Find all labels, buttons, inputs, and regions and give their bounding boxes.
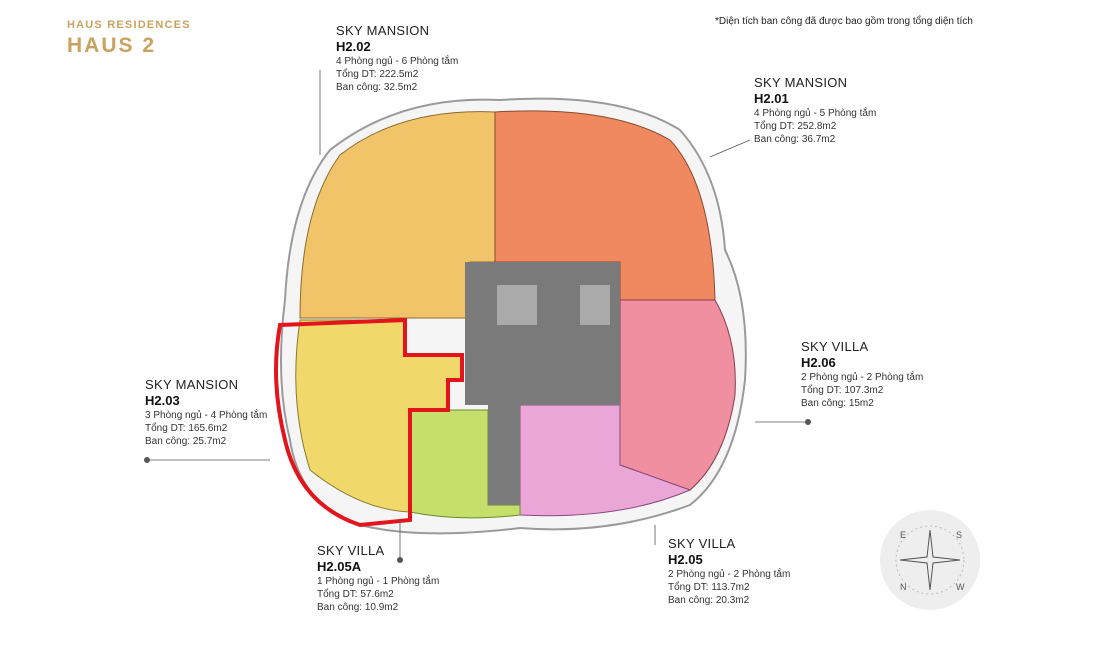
label-h203[interactable]: SKY MANSION H2.03 3 Phòng ngủ - 4 Phòng … xyxy=(145,377,267,448)
unit-code: H2.03 xyxy=(145,393,180,408)
leader-dot-h205a xyxy=(397,557,403,563)
unit-type: SKY MANSION xyxy=(754,75,848,90)
unit-type: SKY VILLA xyxy=(801,339,869,354)
unit-rooms: 1 Phòng ngủ - 1 Phòng tắm xyxy=(317,576,440,587)
unit-total-area: Tổng DT: 222.5m2 xyxy=(336,69,419,80)
unit-rooms: 3 Phòng ngủ - 4 Phòng tắm xyxy=(145,410,268,421)
h203-highlight-outline xyxy=(274,317,464,528)
page-title: HAUS 2 xyxy=(67,34,157,57)
unit-code: H2.02 xyxy=(336,39,371,54)
leader-h201 xyxy=(709,139,751,158)
label-h205[interactable]: SKY VILLA H2.05 2 Phòng ngủ - 2 Phòng tắ… xyxy=(668,536,790,607)
unit-balcony-area: Ban công: 15m2 xyxy=(801,398,874,409)
compass-rose: E S N W xyxy=(880,510,980,610)
unit-total-area: Tổng DT: 252.8m2 xyxy=(754,121,837,132)
unit-balcony-area: Ban công: 25.7m2 xyxy=(145,436,227,447)
unit-total-area: Tổng DT: 57.6m2 xyxy=(317,589,394,600)
compass-n-label: N xyxy=(900,582,907,592)
label-h205a[interactable]: SKY VILLA H2.05A 1 Phòng ngủ - 1 Phòng t… xyxy=(317,543,439,614)
unit-h205-area xyxy=(519,404,692,517)
unit-h201-area xyxy=(494,110,716,301)
unit-balcony-area: Ban công: 36.7m2 xyxy=(754,134,836,145)
unit-type: SKY MANSION xyxy=(336,23,430,38)
compass-e-label: E xyxy=(900,530,907,540)
unit-h206-area xyxy=(619,299,736,491)
unit-total-area: Tổng DT: 113.7m2 xyxy=(668,582,750,593)
unit-code: H2.05 xyxy=(668,552,703,567)
unit-total-area: Tổng DT: 165.6m2 xyxy=(145,423,228,434)
unit-code: H2.05A xyxy=(317,559,362,574)
compass-star-icon xyxy=(895,525,965,595)
leader-dot-h206 xyxy=(805,419,811,425)
unit-type: SKY VILLA xyxy=(317,543,385,558)
brand-subtitle: HAUS RESIDENCES xyxy=(67,19,191,31)
label-h201[interactable]: SKY MANSION H2.01 4 Phòng ngủ - 5 Phòng … xyxy=(754,75,876,146)
unit-rooms: 4 Phòng ngủ - 5 Phòng tắm xyxy=(754,108,877,119)
unit-balcony-area: Ban công: 10.9m2 xyxy=(317,602,399,613)
lift-shaft xyxy=(580,285,610,325)
unit-rooms: 4 Phòng ngủ - 6 Phòng tắm xyxy=(336,56,459,67)
label-h202[interactable]: SKY MANSION H2.02 4 Phòng ngủ - 6 Phòng … xyxy=(336,23,458,94)
building-core xyxy=(465,262,620,405)
lift-lobby xyxy=(497,285,537,325)
unit-rooms: 2 Phòng ngủ - 2 Phòng tắm xyxy=(668,569,791,580)
unit-type: SKY VILLA xyxy=(668,536,736,551)
unit-type: SKY MANSION xyxy=(145,377,239,392)
compass-w-label: W xyxy=(956,582,965,592)
unit-code: H2.01 xyxy=(754,91,789,106)
unit-code: H2.06 xyxy=(801,355,836,370)
unit-balcony-area: Ban công: 32.5m2 xyxy=(336,82,418,93)
unit-balcony-area: Ban công: 20.3m2 xyxy=(668,595,750,606)
leader-dot-h203 xyxy=(144,457,150,463)
unit-rooms: 2 Phòng ngủ - 2 Phòng tắm xyxy=(801,372,924,383)
area-footnote: *Diện tích ban công đã được bao gồm tron… xyxy=(715,16,973,27)
compass-s-label: S xyxy=(956,530,963,540)
stair-core xyxy=(488,405,520,505)
label-h206[interactable]: SKY VILLA H2.06 2 Phòng ngủ - 2 Phòng tắ… xyxy=(801,339,923,410)
unit-total-area: Tổng DT: 107.3m2 xyxy=(801,385,884,396)
